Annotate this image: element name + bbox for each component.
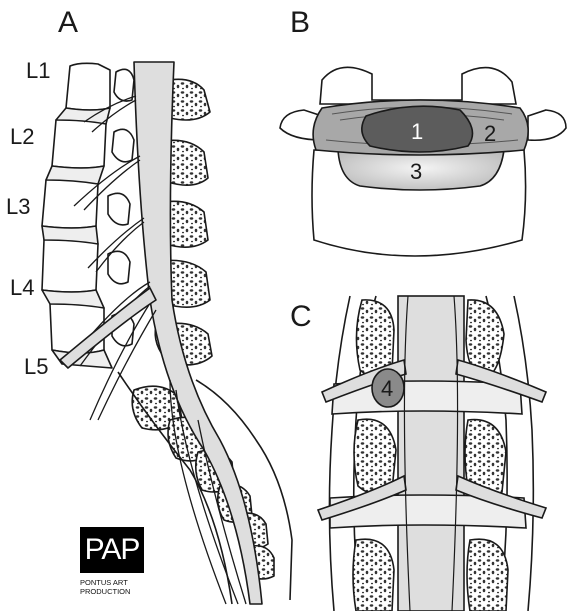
vertebral-body-l3 bbox=[42, 177, 98, 228]
vertebral-body-l1 bbox=[66, 63, 110, 110]
pap-logo-mark: PAP bbox=[80, 527, 144, 573]
vertebral-bodies bbox=[42, 63, 110, 353]
disc-part-label-1: 1 bbox=[411, 119, 423, 144]
panel-label-a: A bbox=[58, 6, 78, 39]
transverse-process-right bbox=[528, 110, 566, 140]
panel-b-axial-disc bbox=[280, 67, 566, 256]
vertebra-label-l5: L5 bbox=[24, 354, 48, 379]
pap-logo-line-1: PONTUS ART bbox=[80, 578, 150, 587]
disc-part-label-3: 3 bbox=[410, 159, 422, 184]
vertebral-body-l4 bbox=[42, 237, 98, 292]
panel-label-b: B bbox=[290, 6, 310, 39]
vertebral-body-l2 bbox=[52, 117, 106, 168]
vertebra-label-l4: L4 bbox=[10, 275, 34, 300]
panel-a-lateral-spine bbox=[42, 62, 292, 604]
pap-logo: PAP PONTUS ART PRODUCTION bbox=[80, 527, 144, 607]
vertebra-label-l1: L1 bbox=[26, 58, 50, 83]
panel-label-c: C bbox=[290, 300, 312, 333]
disc-part-label-2: 2 bbox=[484, 121, 496, 146]
pap-logo-line-2: PRODUCTION bbox=[80, 587, 150, 596]
vertebra-label-l3: L3 bbox=[6, 194, 30, 219]
foramen-label-4: 4 bbox=[381, 376, 393, 401]
panel-c-posterior-canal bbox=[318, 296, 546, 611]
posterior-arch bbox=[320, 67, 516, 104]
vertebra-label-l2: L2 bbox=[10, 124, 34, 149]
